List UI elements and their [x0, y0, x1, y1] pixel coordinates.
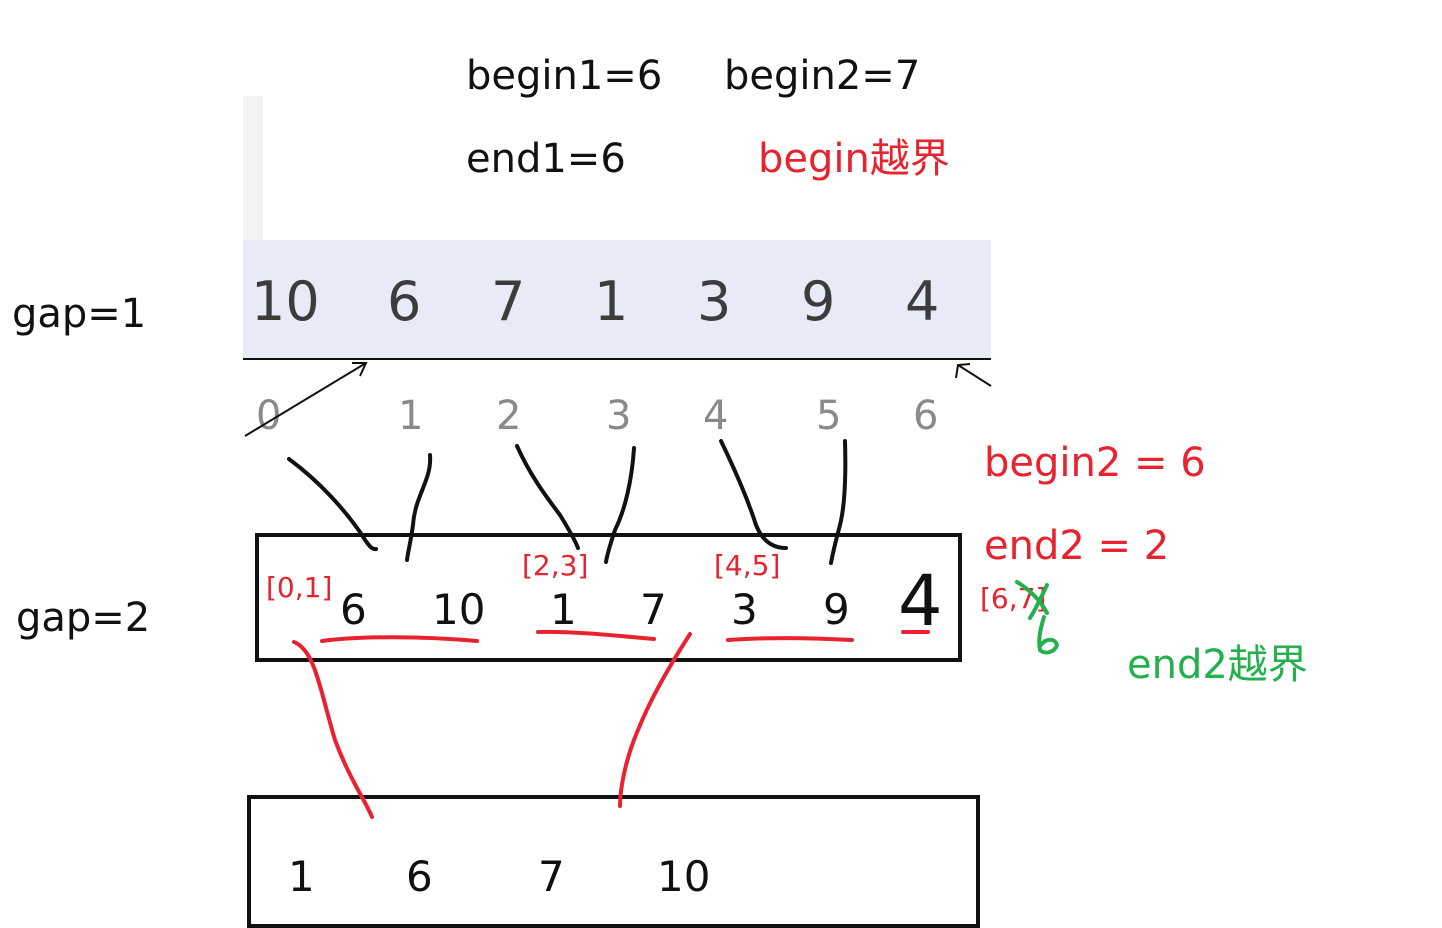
array-value: 4 [905, 270, 940, 333]
array-index: 2 [496, 393, 522, 439]
gap2-label: gap=2 [16, 595, 151, 641]
merged-box [247, 795, 980, 928]
pair-connector-lines [287, 439, 848, 565]
gap2-handwritten-cell: 4 [898, 560, 943, 642]
end2-overflow-label: end2越界 [1127, 642, 1308, 688]
end2-eq-label: end2 = 2 [984, 523, 1170, 569]
merged-cell: 1 [288, 852, 315, 901]
merge-lines [292, 632, 692, 819]
range-label: [0,1] [266, 571, 333, 604]
array-value: 3 [697, 270, 732, 333]
gap2-cell: 1 [550, 585, 577, 634]
array-index: 6 [913, 393, 939, 439]
red-underlines [320, 629, 930, 643]
array-index: 1 [398, 393, 424, 439]
gap2-cell: 3 [731, 585, 758, 634]
gap2-cell: 10 [432, 585, 486, 634]
screenshot-edge [243, 96, 263, 240]
gap2-cell: 7 [640, 585, 667, 634]
index-strip [243, 358, 991, 440]
arrow-left-icon [244, 362, 368, 437]
array-value: 1 [594, 270, 629, 333]
array-index: 4 [703, 393, 729, 439]
arrow-right-icon [955, 363, 992, 387]
gap2-box [255, 533, 962, 662]
merged-cell: 6 [406, 852, 433, 901]
array-value: 6 [387, 270, 422, 333]
array-value: 7 [491, 270, 526, 333]
array-index: 5 [816, 393, 842, 439]
begin-overflow-label: begin越界 [758, 136, 950, 182]
range-label: [4,5] [714, 549, 781, 582]
green-correction-marks [1015, 580, 1060, 655]
begin2-label: begin2=7 [724, 53, 921, 99]
range-label: [2,3] [522, 549, 589, 582]
begin1-label: begin1=6 [466, 53, 663, 99]
merged-cell: 10 [657, 852, 711, 901]
gap2-cell: 6 [340, 585, 367, 634]
begin2-eq-label: begin2 = 6 [984, 440, 1206, 486]
merged-cell: 7 [538, 852, 565, 901]
gap1-label: gap=1 [12, 291, 147, 337]
end1-label: end1=6 [466, 136, 626, 182]
array-index: 3 [606, 393, 632, 439]
gap2-cell: 9 [823, 585, 850, 634]
array-value: 10 [251, 270, 320, 333]
array-strip [243, 240, 991, 358]
array-value: 9 [801, 270, 836, 333]
